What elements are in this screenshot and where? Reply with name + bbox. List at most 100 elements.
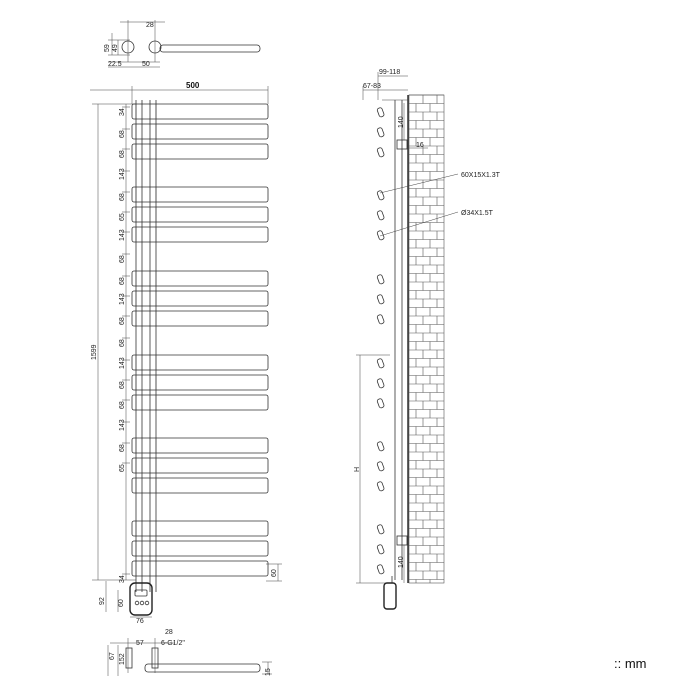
bottom-label-67: 67: [109, 652, 116, 660]
side-label-140-top: 140: [398, 116, 405, 128]
side-label-bar-profile: 60X15X1.3T: [461, 172, 501, 179]
spacing-label: 68: [119, 277, 126, 285]
bar-sections: [376, 107, 385, 575]
bar-section: [376, 294, 385, 305]
bottom-label-92: 92: [99, 597, 106, 605]
front-view: 500 1599 34 68 68 143 68 65 143 68 68 143 68 68 143 6…: [90, 81, 282, 625]
bottom-pipe-right: [151, 647, 159, 669]
bar-section: [376, 378, 385, 389]
heating-bar: [131, 477, 269, 494]
bar-section: [376, 564, 385, 575]
side-label-tube-profile: Ø34X1.5T: [461, 210, 494, 217]
wall-bracket-bottom: [396, 535, 408, 546]
bottom-label-152: 152: [119, 653, 126, 665]
wall-bracket-top: [396, 139, 408, 150]
heating-bar: [131, 394, 269, 411]
spacing-label: 68: [119, 317, 126, 325]
side-label-h: H: [354, 467, 361, 472]
side-view: 99-118 67-83 140 16 60X15X1.3T Ø34X1.5T …: [354, 69, 501, 610]
heating-bar: [131, 540, 269, 557]
bar-section: [376, 210, 385, 221]
bar-section: [376, 230, 385, 241]
spacing-label: 34: [119, 108, 126, 116]
top-label-59: 59: [104, 44, 111, 52]
top-label-49: 49: [112, 44, 119, 52]
spacing-label: 65: [119, 213, 126, 221]
spacing-label: 68: [119, 444, 126, 452]
bar-section: [376, 441, 385, 452]
unit-label: :: mm: [614, 656, 647, 671]
height-label: 1599: [91, 344, 98, 360]
bottom-label-76: 76: [136, 618, 144, 625]
spacing-labels: 34 68 68 143 68 65 143 68 68 143 68 68 143 68 68 143 68 6…: [119, 106, 130, 583]
heating-bar: [131, 290, 269, 307]
bar-section: [376, 358, 385, 369]
heating-bar: [131, 437, 269, 454]
bar-section: [376, 107, 385, 118]
bar-section: [376, 314, 385, 325]
heating-bars: [131, 103, 269, 577]
heating-element-display: [134, 589, 148, 597]
bar-section: [376, 524, 385, 535]
heating-bar: [131, 560, 269, 577]
spacing-label: 68: [119, 255, 126, 263]
side-label-67-83: 67-83: [363, 83, 381, 90]
heating-bar: [131, 226, 269, 243]
bottom-label-15: 15: [265, 668, 272, 676]
spacing-label: 68: [119, 381, 126, 389]
heating-bar: [131, 354, 269, 371]
spacing-label: 143: [119, 168, 126, 180]
heating-bar: [131, 123, 269, 140]
spacing-label: 143: [119, 419, 126, 431]
bar-section: [376, 461, 385, 472]
heating-bar: [131, 520, 269, 537]
heating-bar: [131, 143, 269, 160]
heating-bar: [131, 457, 269, 474]
bottom-pipe-left: [125, 647, 133, 669]
top-bar-outline: [159, 44, 261, 53]
heating-bar: [131, 374, 269, 391]
spacing-label: 143: [119, 357, 126, 369]
side-label-140-bottom: 140: [398, 556, 405, 568]
bottom-bar-outline: [144, 663, 261, 673]
spacing-label: 65: [119, 464, 126, 472]
spacing-label: 68: [119, 401, 126, 409]
top-connection-detail: 28 59 49 22.5 50: [104, 20, 261, 68]
spacing-label: 143: [119, 293, 126, 305]
right-label-60: 60: [271, 569, 278, 577]
side-heating-element: [383, 582, 397, 610]
brick-wall: [408, 94, 445, 584]
spacing-label: 68: [119, 130, 126, 138]
bar-section: [376, 127, 385, 138]
bar-section: [376, 274, 385, 285]
heating-bar: [131, 206, 269, 223]
wall-outline: [408, 94, 445, 584]
spacing-label: 68: [119, 193, 126, 201]
top-label-50: 50: [142, 61, 150, 68]
bar-section: [376, 147, 385, 158]
bottom-label-57: 57: [136, 640, 144, 647]
top-label-22-5: 22.5: [108, 61, 122, 68]
heating-element: [129, 582, 153, 616]
spacing-label: 68: [119, 339, 126, 347]
bottom-label-60: 60: [118, 599, 125, 607]
heating-bar: [131, 270, 269, 287]
side-label-16: 16: [416, 142, 424, 149]
heating-bar: [131, 103, 269, 120]
side-label-99-118: 99-118: [379, 69, 400, 76]
top-label-28: 28: [146, 22, 154, 29]
bottom-label-thread: 6-G1/2": [161, 640, 185, 647]
bottom-connection-detail: 28 57 152 6-G1/2" 67 15: [107, 629, 272, 676]
bar-section: [376, 190, 385, 201]
spacing-label: 143: [119, 229, 126, 241]
bar-section: [376, 544, 385, 555]
spacing-label: 68: [119, 150, 126, 158]
width-label: 500: [186, 81, 200, 90]
bar-section: [376, 481, 385, 492]
spacing-label: 34: [119, 575, 126, 583]
bottom-label-28: 28: [165, 629, 173, 636]
heating-bar: [131, 186, 269, 203]
heating-bar: [131, 310, 269, 327]
bar-section: [376, 398, 385, 409]
